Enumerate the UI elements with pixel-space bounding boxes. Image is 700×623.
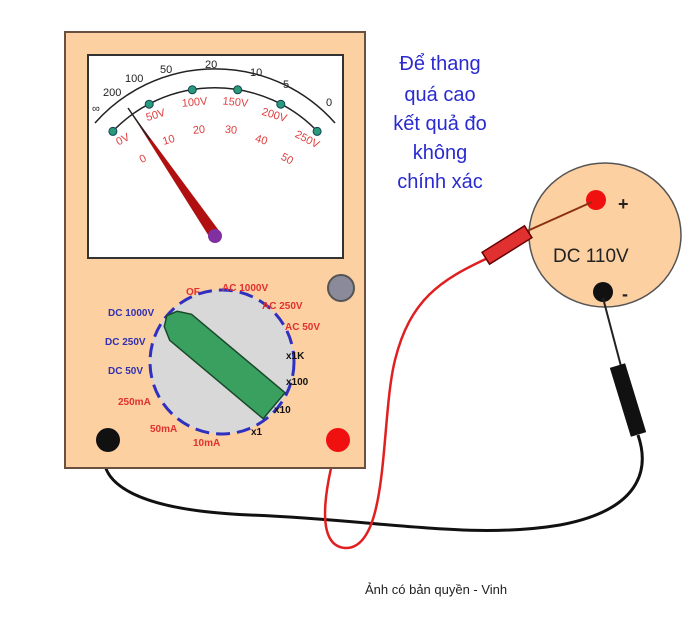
dial-label-off: OF [186,287,200,298]
scale-dot [312,126,322,136]
ohm-scale-label: 0 [326,97,332,109]
dial-pointer[interactable] [156,303,287,420]
dial-label-dc: DC 50V [108,366,143,377]
note-line: Để thang [399,53,480,75]
dial-label-ohm: x1 [251,427,263,438]
needle [128,108,220,238]
source-minus-label: - [622,284,628,304]
red-probe-tip [524,201,593,233]
note-line: không [413,142,468,164]
scale-dot [187,85,197,95]
com-jack[interactable] [96,428,120,452]
ohm-scale-label: 50 [160,64,172,76]
volt-scale-label: 100V [181,95,208,109]
source-label: DC 110V [553,246,629,267]
dial-label-dc: DC 1000V [108,308,154,319]
note-line: chính xác [397,171,483,193]
ma-scale-label: 50 [279,151,295,167]
source-plus-terminal [586,190,606,210]
ma-scale-label: 40 [254,133,269,148]
zero-adjust-knob[interactable] [327,274,355,302]
ma-scale-label: 0 [138,153,149,166]
dial-label-ohm: x1K [286,351,305,362]
ohm-scale-label: 100 [125,73,143,85]
caption: Ảnh có bản quyền - Vinh [365,582,507,597]
scale-dot [144,99,154,109]
ohm-scale-label: 10 [250,67,262,79]
source-minus-terminal [593,282,613,302]
dial-label-ac: AC 50V [285,322,320,333]
ohm-scale-label: 20 [205,59,217,71]
scale-dot [108,126,118,136]
needle-pivot [208,229,222,243]
dial-label-ohm: x10 [274,405,291,416]
ma-scale-label: 10 [161,133,176,148]
volt-scale-label: 0V [114,131,132,148]
dial-label-ma: 10mA [193,438,220,449]
dial-label-ohm: x100 [286,377,309,388]
dial-label-ma: 50mA [150,424,177,435]
scale-dot [276,99,286,109]
ohm-scale-label: 5 [283,79,289,91]
ma-scale-label: 30 [224,124,237,137]
dial-label-dc: DC 250V [105,337,146,348]
black-probe [609,363,647,437]
ohm-scale-label: ∞ [92,103,100,115]
note-line: kết quả đo [393,113,486,135]
dial-label-ac: AC 1000V [222,283,268,294]
dial-label-ma: 250mA [118,397,151,408]
volt-arc [112,87,318,132]
scale-dot [233,85,243,95]
display-window [87,54,344,259]
red-wire [323,256,489,550]
ma-scale-label: 20 [192,124,205,137]
black-wire [102,434,644,532]
volt-scale-label: 150V [222,95,249,109]
plus-jack[interactable] [326,428,350,452]
needle-tip [127,107,151,141]
ohm-arc [94,68,336,124]
dial-label-ac: AC 250V [262,301,303,312]
volt-scale-label: 50V [145,107,168,124]
source-plus-label: + [618,194,629,214]
red-probe [481,224,533,266]
note-line: quá cao [404,84,475,106]
ohm-scale-label: 200 [103,87,121,99]
black-probe-tip [602,297,623,371]
